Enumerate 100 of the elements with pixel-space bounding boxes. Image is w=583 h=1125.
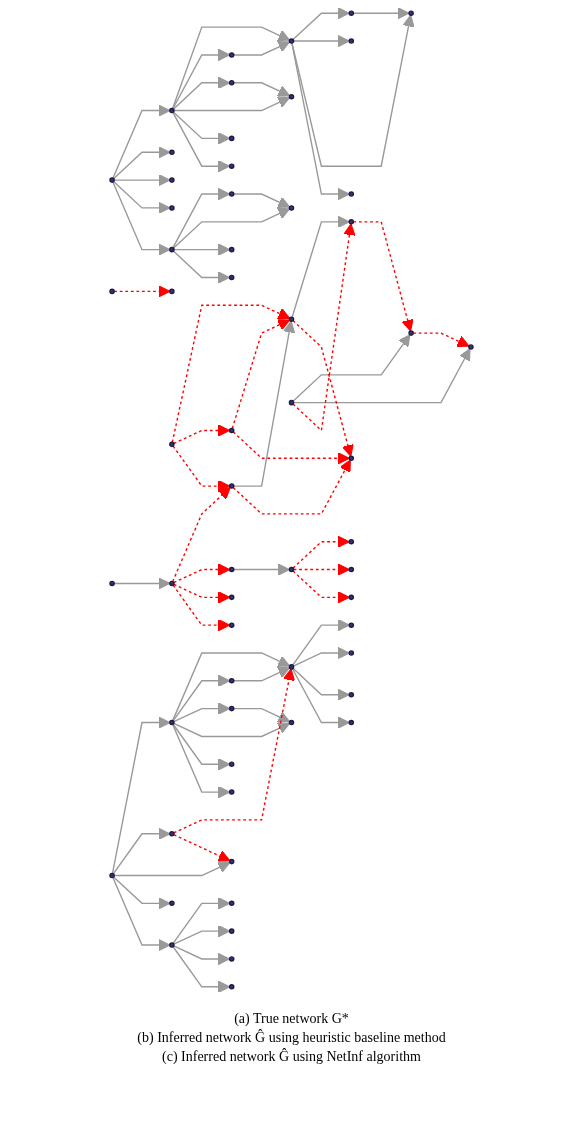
arrow (171, 304, 291, 444)
arrow (292, 570, 350, 604)
arrow (112, 181, 171, 256)
node-circle (228, 566, 235, 573)
arrow (232, 459, 351, 515)
node-circle (348, 622, 355, 628)
arrow (173, 945, 231, 966)
arrow (292, 535, 350, 569)
arrow (111, 716, 171, 875)
arrow (172, 584, 231, 632)
node-circle (468, 344, 474, 350)
node-circle (228, 135, 235, 142)
node-circle (228, 163, 235, 169)
arrow (172, 48, 231, 110)
node-circle (228, 678, 235, 684)
arrow (112, 146, 171, 180)
node-circle (348, 38, 355, 44)
node-circle (169, 149, 175, 156)
arrow (173, 243, 231, 256)
node-circle (228, 789, 235, 795)
node-circle (288, 566, 295, 573)
node-circle (169, 177, 175, 183)
node-circle (169, 942, 175, 948)
arrow (233, 707, 291, 723)
arrow (172, 897, 231, 945)
node-circle (109, 872, 115, 879)
arrow (291, 668, 350, 729)
node-circle (228, 191, 235, 197)
arrow (172, 723, 231, 771)
arrow (113, 861, 231, 877)
arrow (292, 646, 350, 667)
node-circle (169, 719, 175, 726)
node-circle (169, 441, 175, 448)
arrow (292, 667, 350, 701)
node-circle (228, 427, 235, 434)
arrow (292, 348, 471, 404)
node-circle (109, 288, 115, 295)
arrow (291, 42, 350, 201)
node-circle (348, 455, 355, 462)
node-circle (228, 594, 235, 601)
node-circle (169, 580, 175, 587)
node-circle (348, 566, 355, 573)
node-circle (228, 956, 235, 962)
arrow (173, 925, 231, 945)
node-circle (288, 316, 295, 322)
arrow (173, 834, 231, 862)
node-circle (169, 288, 175, 295)
node-circle (228, 928, 235, 934)
node-circle (348, 650, 355, 656)
node-circle (169, 205, 175, 211)
arrow (112, 180, 171, 215)
node-circle (169, 900, 175, 907)
arrow (113, 285, 171, 298)
arrow (291, 215, 350, 318)
arrow (173, 702, 231, 723)
arrow (112, 876, 171, 910)
node-circle (348, 538, 355, 545)
arrow (292, 563, 350, 576)
arrow (292, 223, 356, 432)
node-circle (228, 483, 235, 489)
arrow (172, 187, 231, 249)
arrow (172, 111, 231, 145)
arrow (112, 104, 171, 179)
node-circle (348, 191, 355, 197)
arrow (233, 82, 291, 97)
arrow (112, 876, 171, 952)
arrow (173, 583, 231, 604)
arrow (173, 563, 231, 584)
node-circle (228, 274, 235, 281)
node-circle (228, 761, 235, 768)
arrow (172, 723, 231, 799)
arrow (233, 320, 296, 487)
arrow (292, 334, 411, 402)
figure-caption: (b) Inferred network Ĝ using heuristic baseline method (137, 1030, 446, 1046)
arrow (233, 666, 291, 682)
arrow (172, 207, 291, 249)
arrow (173, 96, 291, 112)
arrow (292, 619, 350, 666)
node-circle (348, 594, 355, 601)
node-circle (288, 38, 295, 44)
arrow (291, 14, 415, 167)
arrow (352, 7, 410, 20)
node-circle (348, 691, 355, 698)
arrow (172, 486, 231, 583)
node-circle (228, 622, 235, 628)
node-circle (408, 330, 414, 336)
node-circle (228, 246, 235, 253)
node-circle (288, 399, 295, 406)
arrow (292, 34, 350, 48)
node-circle (169, 831, 175, 837)
arrow (172, 76, 231, 110)
arrow (233, 563, 290, 576)
node-circle (228, 52, 235, 58)
node-circle (348, 219, 355, 225)
arrow (292, 7, 350, 41)
arrow (171, 26, 291, 110)
node-circle (109, 177, 115, 183)
node-circle (288, 205, 295, 211)
node-circle (109, 580, 115, 587)
node-circle (408, 10, 414, 16)
